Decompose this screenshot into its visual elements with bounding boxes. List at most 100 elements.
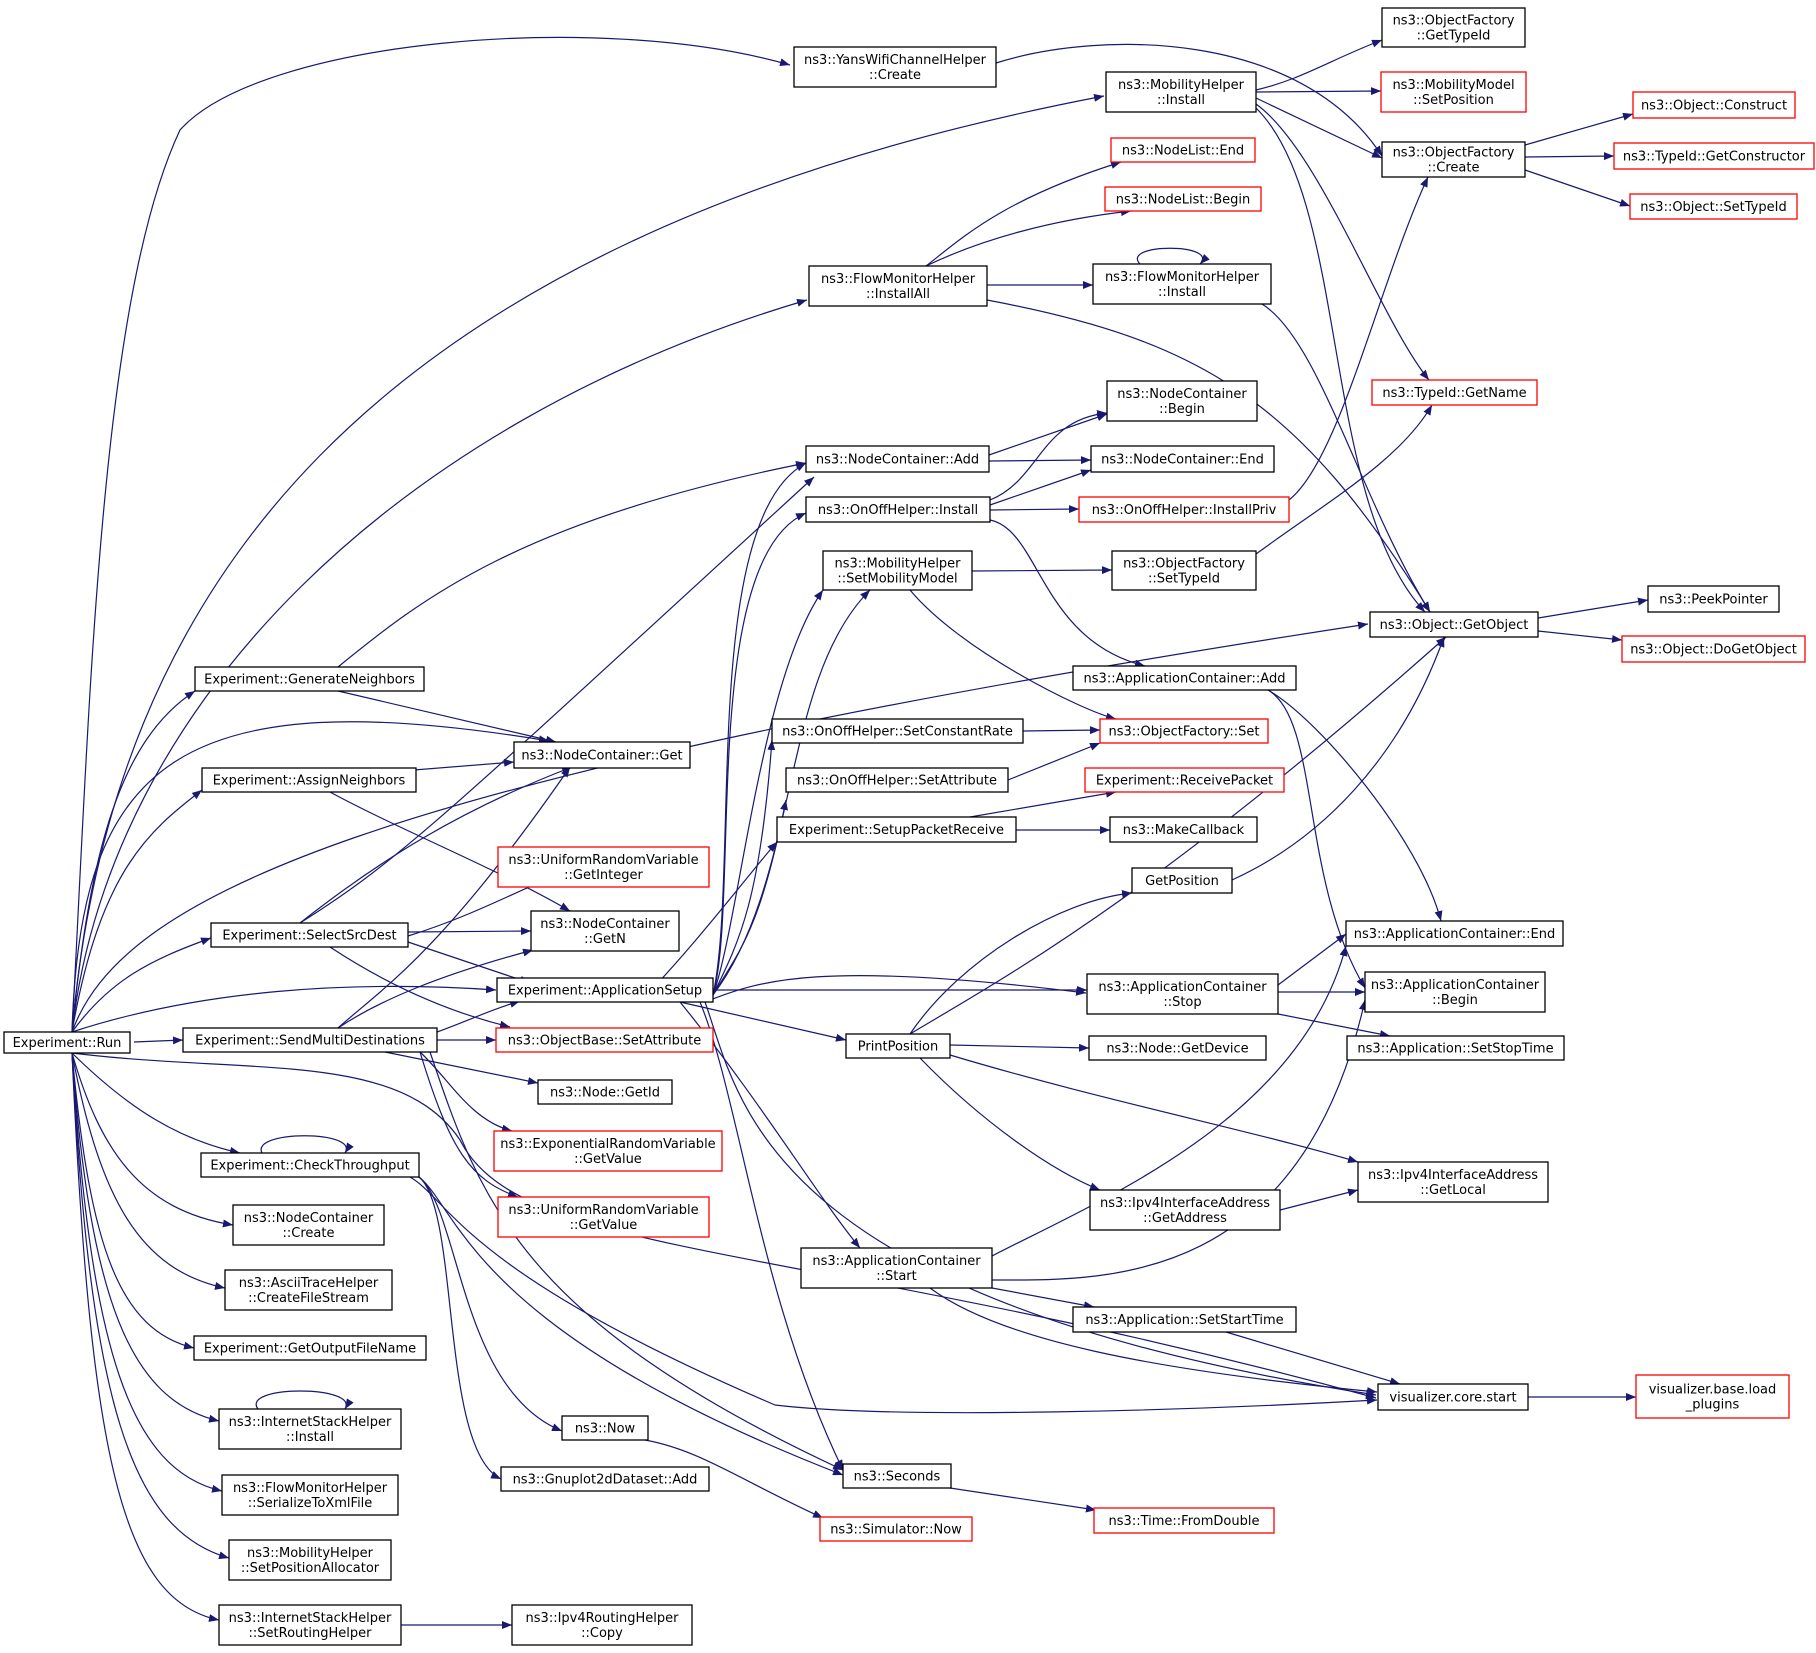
call-edge [704,1001,1377,1398]
node-ac-start[interactable]: ns3::ApplicationContainer::Start [800,1247,993,1289]
node-label: ::SetTypeId [1148,572,1220,587]
node-node-getid[interactable]: ns3::Node::GetId [537,1079,673,1105]
call-edge [71,93,1105,1033]
node-label: ns3::PeekPointer [1659,593,1768,608]
call-edge [71,985,497,1033]
call-edge [71,789,203,1033]
node-typeid-getctor[interactable]: ns3::TypeId::GetConstructor [1613,142,1815,170]
node-box [1371,379,1538,406]
call-edge [71,721,550,1033]
node-yans-create[interactable]: ns3::YansWifiChannelHelper::Create [793,46,997,88]
node-ipv4if-getlocal[interactable]: ns3::Ipv4InterfaceAddress::GetLocal [1357,1161,1549,1203]
node-mm-setposition[interactable]: ns3::MobilityModel::SetPosition [1380,71,1527,113]
node-gen-neighbors[interactable]: Experiment::GenerateNeighbors [194,666,425,692]
node-vis-base-load[interactable]: visualizer.base.load_plugins [1635,1374,1790,1419]
node-typeid-getname[interactable]: ns3::TypeId::GetName [1371,379,1538,406]
node-setup-recv[interactable]: Experiment::SetupPacketReceive [776,816,1017,843]
node-nc-begin[interactable]: ns3::NodeContainer::Begin [1106,380,1258,422]
node-fm-install[interactable]: ns3::FlowMonitorHelper::Install [1092,263,1272,305]
node-label: ns3::NodeContainer [244,1211,374,1226]
node-ipv4if-getaddress[interactable]: ns3::Ipv4InterfaceAddress::GetAddress [1089,1189,1281,1231]
node-obj-dogetobject[interactable]: ns3::Object::DoGetObject [1621,635,1806,663]
node-time-fromdouble[interactable]: ns3::Time::FromDouble [1093,1507,1275,1534]
node-obj-settypeid[interactable]: ns3::Object::SetTypeId [1629,193,1798,220]
node-of-set[interactable]: ns3::ObjectFactory::Set [1099,718,1269,744]
node-box [493,1130,723,1172]
node-peek-pointer[interactable]: ns3::PeekPointer [1647,585,1780,613]
node-nc-create[interactable]: ns3::NodeContainer::Create [232,1204,385,1246]
node-get-output-file[interactable]: Experiment::GetOutputFileName [193,1335,427,1361]
node-onoff-install[interactable]: ns3::OnOffHelper::Install [805,496,991,523]
node-objbase-setattr[interactable]: ns3::ObjectBase::SetAttribute [495,1027,714,1053]
node-seconds[interactable]: ns3::Seconds [842,1463,952,1489]
node-sim-now[interactable]: ns3::Simulator::Now [819,1516,973,1542]
node-now[interactable]: ns3::Now [561,1415,649,1441]
node-ac-add[interactable]: ns3::ApplicationContainer::Add [1072,665,1297,691]
node-obj-construct[interactable]: ns3::Object::Construct [1632,91,1796,119]
node-box [500,1466,710,1492]
node-check-throughput[interactable]: Experiment::CheckThroughput [200,1152,420,1178]
node-label: ::SetMobilityModel [837,572,957,587]
node-gnuplot-add[interactable]: ns3::Gnuplot2dDataset::Add [500,1466,710,1492]
node-inet-setrouting[interactable]: ns3::InternetStackHelper::SetRoutingHelp… [218,1604,402,1646]
node-label: ns3::ApplicationContainer::End [1354,927,1555,942]
node-urv-getinteger[interactable]: ns3::UniformRandomVariable::GetInteger [497,846,710,888]
node-label: ns3::ObjectFactory [1393,146,1515,161]
node-label: ns3::Object::GetObject [1380,618,1529,633]
node-erv-getvalue[interactable]: ns3::ExponentialRandomVariable::GetValue [493,1130,723,1172]
node-run[interactable]: Experiment::Run [3,1031,131,1054]
node-box [537,1079,673,1105]
node-nc-end[interactable]: ns3::NodeContainer::End [1090,445,1275,473]
node-nc-get[interactable]: ns3::NodeContainer::Get [513,741,691,769]
node-assign-neighbors[interactable]: Experiment::AssignNeighbors [201,767,417,793]
node-mh-install[interactable]: ns3::MobilityHelper::Install [1105,71,1257,113]
node-urv-getvalue[interactable]: ns3::UniformRandomVariable::GetValue [497,1196,710,1238]
node-vis-core-start[interactable]: visualizer.core.start [1377,1383,1529,1411]
node-box [1647,585,1780,613]
node-label: ns3::ObjectFactory::Set [1108,725,1259,740]
node-nl-begin[interactable]: ns3::NodeList::Begin [1104,186,1262,212]
node-inet-install[interactable]: ns3::InternetStackHelper::Install [218,1408,402,1450]
node-nc-add[interactable]: ns3::NodeContainer::Add [805,445,990,473]
node-ascii-trace[interactable]: ns3::AsciiTraceHelper::CreateFileStream [224,1269,393,1311]
node-get-position[interactable]: GetPosition [1131,867,1233,894]
node-ac-stop[interactable]: ns3::ApplicationContainer::Stop [1086,973,1279,1015]
node-make-callback[interactable]: ns3::MakeCallback [1109,816,1258,843]
node-label: ns3::ObjectFactory [1123,557,1245,572]
node-fm-installall[interactable]: ns3::FlowMonitorHelper::InstallAll [808,265,988,307]
node-recv-packet[interactable]: Experiment::ReceivePacket [1084,767,1285,793]
node-onoff-setrate[interactable]: ns3::OnOffHelper::SetConstantRate [771,718,1024,744]
call-edge [71,937,212,1033]
node-print-position[interactable]: PrintPosition [845,1033,951,1059]
node-fm-serialize[interactable]: ns3::FlowMonitorHelper::SerializeToXmlFi… [221,1474,399,1516]
node-box [1380,71,1527,113]
node-mh-setmobility[interactable]: ns3::MobilityHelper::SetMobilityModel [822,550,973,591]
node-app-setstoptime[interactable]: ns3::Application::SetStopTime [1346,1035,1565,1061]
node-label: ns3::FlowMonitorHelper [821,272,976,287]
call-edge [1136,247,1210,265]
node-send-multi[interactable]: Experiment::SendMultiDestinations [182,1027,438,1053]
node-of-settypeid[interactable]: ns3::ObjectFactory::SetTypeId [1111,550,1257,591]
node-nc-getn[interactable]: ns3::NodeContainer::GetN [530,910,680,952]
node-node-getdevice[interactable]: ns3::Node::GetDevice [1088,1035,1267,1061]
node-app-setstarttime[interactable]: ns3::Application::SetStartTime [1072,1306,1297,1333]
node-ipv4-routing-copy[interactable]: ns3::Ipv4RoutingHelper::Copy [511,1604,693,1646]
node-mh-setposalloc[interactable]: ns3::MobilityHelper::SetPositionAllocato… [228,1539,392,1581]
node-onoff-setattr[interactable]: ns3::OnOffHelper::SetAttribute [785,767,1009,793]
node-obj-getobject[interactable]: ns3::Object::GetObject [1369,611,1539,638]
call-edge [71,1052,230,1560]
node-ac-begin[interactable]: ns3::ApplicationContainer::Begin [1364,971,1546,1013]
node-onoff-installpriv[interactable]: ns3::OnOffHelper::InstallPriv [1078,496,1290,523]
node-of-create[interactable]: ns3::ObjectFactory::Create [1381,141,1526,178]
node-nl-end[interactable]: ns3::NodeList::End [1110,137,1256,163]
node-select-src-dest[interactable]: Experiment::SelectSrcDest [210,922,409,948]
call-edge [925,208,1132,267]
node-box [3,1031,131,1054]
node-label: ns3::Simulator::Now [830,1523,962,1538]
node-of-gettypeid[interactable]: ns3::ObjectFactory::GetTypeId [1381,7,1526,48]
call-edge [429,1051,844,1471]
node-ac-end[interactable]: ns3::ApplicationContainer::End [1345,920,1564,947]
node-box [1093,1507,1275,1534]
node-app-setup[interactable]: Experiment::ApplicationSetup [496,977,714,1003]
node-box [200,1152,420,1178]
